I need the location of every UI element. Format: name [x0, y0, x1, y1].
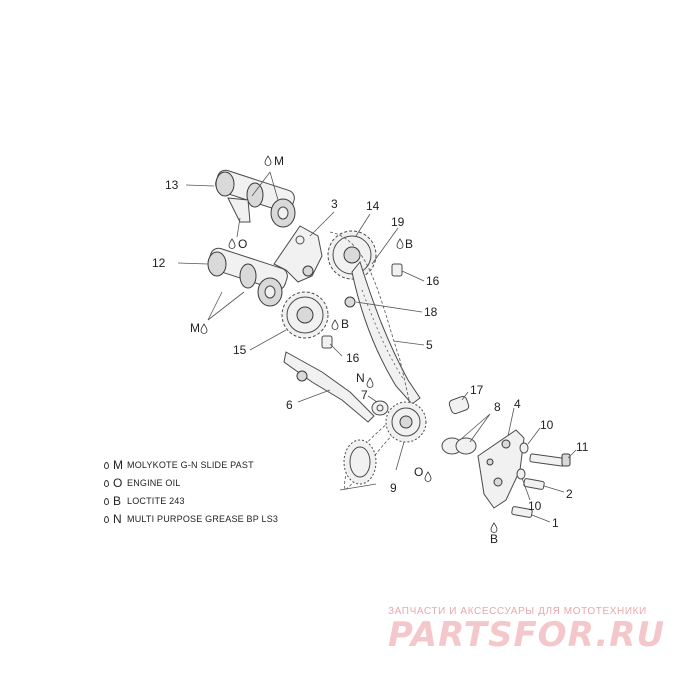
washer-10-upper [519, 442, 529, 454]
drop-icon [104, 497, 109, 505]
callout-10-lower: 10 [528, 499, 542, 513]
legend-row-grease: N MULTI PURPOSE GREASE BP LS3 [104, 510, 364, 528]
legend-code: M [113, 458, 123, 472]
lubricant-legend: M MOLYKOTE G-N SLIDE PAST O ENGINE OIL B… [104, 456, 364, 528]
watermark-caption: ЗАПЧАСТИ И АКСЕССУАРЫ ДЛЯ МОТОТЕХНИКИ [388, 606, 647, 617]
callout-11: 11 [576, 440, 589, 454]
upper-camshaft [215, 169, 296, 228]
legend-row-molykote: M MOLYKOTE G-N SLIDE PAST [104, 456, 364, 474]
callout-12: 12 [152, 256, 166, 270]
screw-16-lower [321, 335, 333, 349]
needle-bearings [441, 437, 477, 455]
lower-cam-sprocket [281, 291, 329, 339]
callout-7: 7 [361, 388, 368, 402]
mounting-plate [477, 429, 525, 509]
washer-10-lower [516, 468, 526, 480]
marker-b-bottom: B [490, 532, 498, 546]
callout-1: 1 [552, 516, 559, 530]
screw-16-upper [391, 263, 403, 277]
chain-guide [283, 351, 375, 423]
marker-o-low: O [414, 465, 423, 479]
legend-text: ENGINE OIL [127, 478, 181, 488]
upper-cam-sprocket [327, 230, 377, 280]
drop-icon [104, 479, 109, 487]
marker-o-mid: O [238, 237, 247, 251]
marker-b-mid: B [341, 317, 349, 331]
lower-camshaft [207, 247, 288, 307]
drop-icon [104, 461, 109, 469]
callout-13: 13 [165, 178, 179, 192]
crank-sprocket-small [343, 439, 377, 485]
bolt-1 [511, 506, 533, 518]
marker-n: N [356, 371, 365, 385]
callout-15: 15 [233, 343, 247, 357]
marker-b-top: B [405, 237, 413, 251]
callout-16-upper: 16 [426, 274, 440, 288]
callout-16-lower: 16 [346, 351, 360, 365]
legend-text: MOLYKOTE G-N SLIDE PAST [127, 460, 254, 470]
legend-text: LOCTITE 243 [127, 496, 185, 506]
callout-18: 18 [424, 305, 438, 319]
legend-code: B [113, 494, 122, 508]
crank-sprocket-large [385, 401, 427, 443]
callout-2: 2 [566, 487, 573, 501]
callout-3: 3 [331, 197, 338, 211]
drop-icon [104, 515, 109, 523]
callout-5: 5 [426, 338, 433, 352]
legend-row-loctite: B LOCTITE 243 [104, 492, 364, 510]
legend-code: O [113, 476, 123, 490]
bushing [448, 395, 470, 415]
callout-14: 14 [366, 199, 380, 213]
legend-code: N [113, 512, 122, 526]
marker-m-top: M [274, 154, 284, 168]
watermark-logo: PARTSFOR.RU [388, 615, 666, 655]
legend-row-engine-oil: O ENGINE OIL [104, 474, 364, 492]
nut-18 [344, 296, 356, 308]
callout-10-upper: 10 [540, 418, 554, 432]
watermark: ЗАПЧАСТИ И АКСЕССУАРЫ ДЛЯ МОТОТЕХНИКИ PA… [388, 606, 684, 655]
leader-lines [177, 171, 577, 523]
marker-m-low: M [190, 321, 200, 335]
callout-6: 6 [286, 398, 293, 412]
callout-9: 9 [390, 481, 397, 495]
legend-text: MULTI PURPOSE GREASE BP LS3 [127, 514, 279, 524]
callout-8: 8 [494, 400, 501, 414]
bolt-11 [529, 453, 565, 467]
callout-17: 17 [470, 383, 484, 397]
callout-19: 19 [391, 215, 405, 229]
bolt-2 [523, 478, 545, 490]
callout-4: 4 [514, 397, 521, 411]
